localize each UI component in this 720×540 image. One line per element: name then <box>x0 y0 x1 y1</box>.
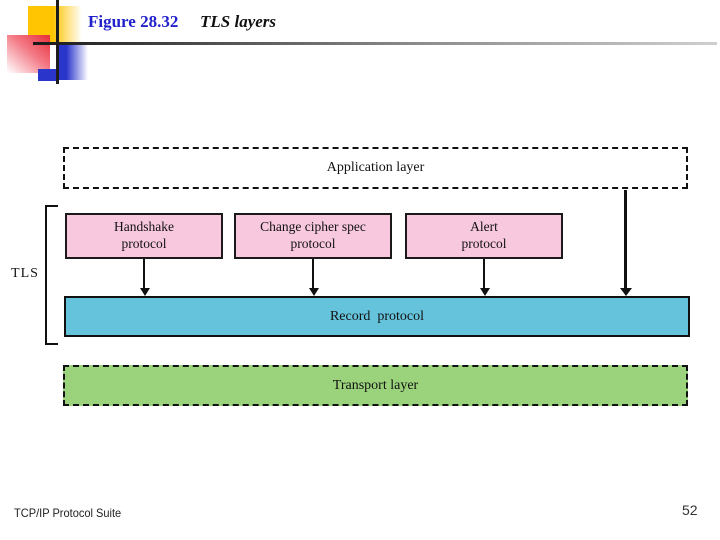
alert-protocol-line2: protocol <box>461 236 507 251</box>
logo-blue-square <box>57 44 88 80</box>
change-cipher-arrow-head-icon <box>309 288 319 296</box>
transport-layer-label: Transport layer <box>332 377 419 393</box>
slide-page-number: 52 <box>682 502 698 518</box>
tls-label: TLS <box>11 266 39 281</box>
alert-protocol-line1: Alert <box>470 219 498 235</box>
handshake-protocol-line2: protocol <box>121 236 167 251</box>
handshake-arrow-line <box>143 259 145 289</box>
record-protocol-label: Record protocol <box>329 308 425 324</box>
record-protocol-box: Record protocol <box>64 296 690 337</box>
figure-title: TLS layers <box>200 12 277 31</box>
application-arrow-head-icon <box>620 288 632 296</box>
header-rule-line <box>33 42 717 45</box>
figure-label: Figure 28.32 <box>88 12 179 31</box>
transport-layer-box: Transport layer <box>63 365 688 406</box>
alert-protocol-box: Alert protocol <box>405 213 563 259</box>
footer-book-title: TCP/IP Protocol Suite <box>14 506 122 520</box>
change-cipher-spec-line2: protocol <box>290 236 336 251</box>
application-layer-label: Application layer <box>326 160 425 175</box>
change-cipher-spec-line1: Change cipher spec <box>260 219 366 235</box>
alert-arrow-line <box>483 259 485 289</box>
logo-vertical-line <box>56 0 59 84</box>
application-arrow-line <box>624 190 627 289</box>
change-cipher-spec-protocol-box: Change cipher spec protocol <box>234 213 392 259</box>
handshake-protocol-box: Handshake protocol <box>65 213 223 259</box>
logo-blue-small-square <box>38 69 57 81</box>
alert-arrow-head-icon <box>480 288 490 296</box>
logo-red-square <box>7 35 50 73</box>
tls-bracket <box>45 205 58 345</box>
handshake-protocol-line1: Handshake <box>114 219 174 235</box>
change-cipher-arrow-line <box>312 259 314 289</box>
application-layer-box: Application layer <box>63 147 688 189</box>
handshake-arrow-head-icon <box>140 288 150 296</box>
